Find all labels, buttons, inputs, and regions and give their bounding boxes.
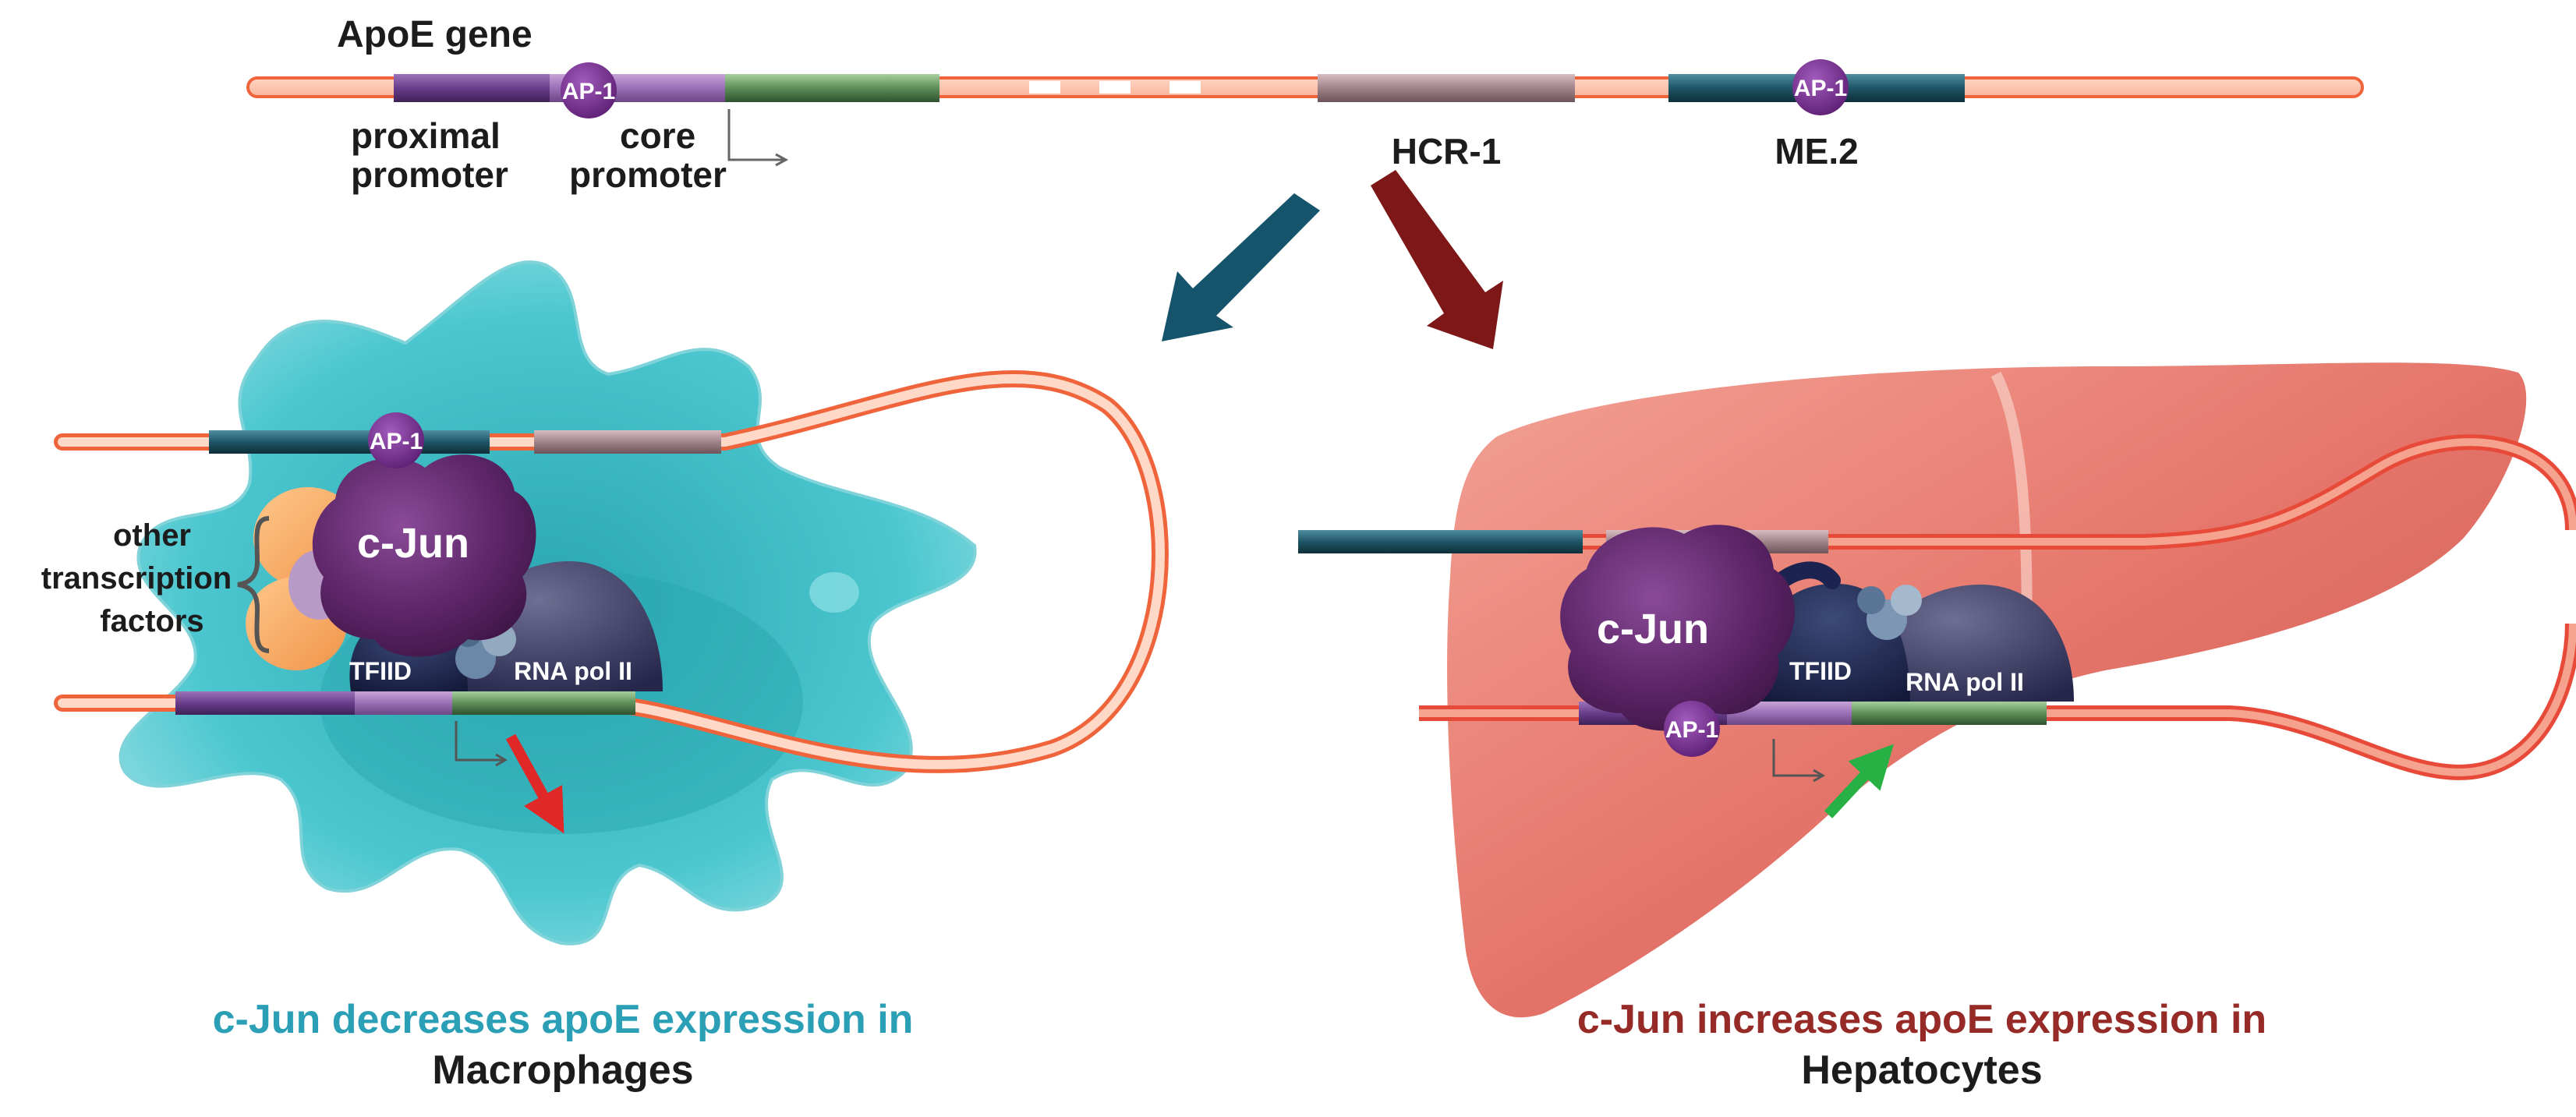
hepatocyte-tfiid-label: TFIID (1789, 657, 1852, 685)
macrophage-cjun (312, 454, 536, 657)
gene-map: AP-1 AP-1 ApoE gene proximal promoter co… (246, 14, 2364, 195)
macrophage-cjun-label: c-Jun (357, 520, 469, 567)
ap1-label-me2: AP-1 (1794, 76, 1847, 101)
decrease-arrow (505, 733, 564, 834)
other-factors-label-3: factors (100, 604, 203, 638)
hepatocyte-rna-pol-label: RNA pol II (1905, 668, 2024, 696)
transcription-start-arrow-top (727, 109, 784, 161)
dna-gap-marks (1029, 81, 1201, 94)
macrophage-rna-pol-label: RNA pol II (514, 657, 632, 685)
hcr1-segment (1318, 74, 1575, 102)
hepatocyte-arrow (1371, 170, 1503, 349)
macrophage-tss-arrow (455, 721, 503, 762)
gene-title: ApoE gene (337, 14, 533, 55)
me2-label: ME.2 (1775, 131, 1858, 171)
increase-arrow (1824, 744, 1895, 818)
hcr1-label: HCR-1 (1392, 131, 1502, 171)
exon-segment (725, 74, 939, 102)
hepatocyte-exon-segment (1852, 702, 2047, 725)
macrophage-ap1-circle (368, 412, 424, 468)
core-promoter-label-1: core (620, 115, 695, 156)
macrophage-me2-segment (209, 430, 490, 454)
core-promoter-label-2: promoter (569, 154, 727, 195)
hepatocyte-ap1-label: AP-1 (1665, 717, 1718, 743)
macrophage-panel: AP-1 c-Jun TFIID RNA pol II other transc… (41, 260, 1169, 1093)
macrophage-exon-segment (452, 691, 635, 715)
hepatocyte-cjun-label: c-Jun (1597, 606, 1709, 652)
hepatocyte-ap1-circle (1664, 701, 1720, 757)
hepatocyte-caption-line2: Hepatocytes (1801, 1048, 2042, 1093)
macrophage-core-segment (355, 691, 452, 715)
macrophage-caption-line2: Macrophages (432, 1048, 693, 1093)
other-factors-label-1: other (113, 518, 191, 553)
hepatocyte-cjun (1560, 525, 1795, 731)
macrophage-caption-line1: c-Jun decreases apoE expression in (213, 997, 914, 1042)
macrophage-arrow (1162, 193, 1320, 341)
ap1-label-proximal: AP-1 (562, 79, 615, 104)
ap1-circle-proximal (561, 62, 617, 118)
macrophage-hcr1-segment (534, 430, 721, 454)
macrophage-proximal-segment (175, 691, 355, 715)
hepatocyte-tss-arrow (1772, 739, 1821, 777)
other-factors-brace (237, 516, 270, 653)
hepatocyte-me2-segment (1298, 530, 1583, 553)
macrophage-vesicle (809, 572, 859, 613)
ap1-circle-me2 (1792, 59, 1849, 115)
macrophage-tfiid-label: TFIID (349, 657, 412, 685)
hepatocyte-panel: c-Jun AP-1 TFIID RNA pol II c-Jun increa… (1298, 362, 2576, 1093)
proximal-promoter-label-1: proximal (351, 115, 501, 156)
proximal-promoter-segment (394, 74, 550, 102)
hepatocyte-caption-line1: c-Jun increases apoE expression in (1577, 997, 2266, 1042)
proximal-promoter-label-2: promoter (351, 154, 508, 195)
split-arrows (1162, 170, 1503, 349)
other-factors-label-2: transcription (41, 561, 232, 596)
macrophage-ap1-label: AP-1 (370, 429, 423, 454)
